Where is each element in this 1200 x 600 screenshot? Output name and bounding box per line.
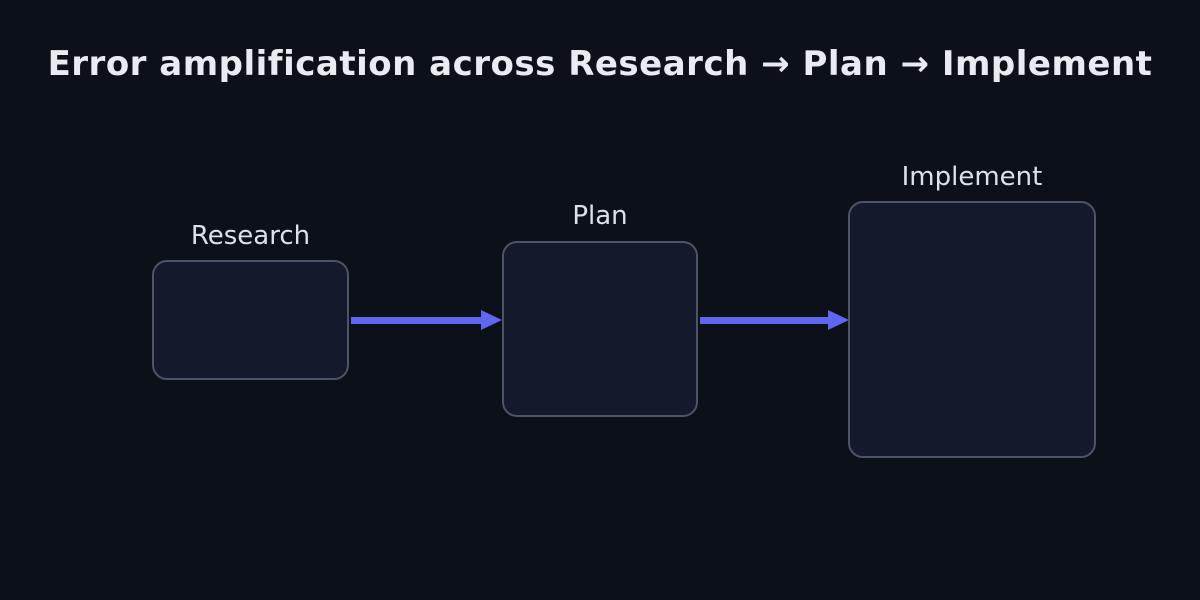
node-plan-label: Plan [572, 201, 628, 231]
arrow-plan-to-implement-head-icon [828, 310, 849, 330]
node-implement-label: Implement [901, 162, 1043, 192]
node-research-label: Research [190, 221, 311, 251]
arrow-research-to-plan-head-icon [481, 310, 502, 330]
node-plan-box [502, 241, 698, 417]
arrow-plan-to-implement-line [700, 317, 828, 324]
arrow-research-to-plan-line [351, 317, 482, 324]
node-research-box [152, 260, 349, 380]
node-implement-box [848, 201, 1096, 458]
diagram-title: Error amplification across Research → Pl… [47, 44, 1153, 84]
